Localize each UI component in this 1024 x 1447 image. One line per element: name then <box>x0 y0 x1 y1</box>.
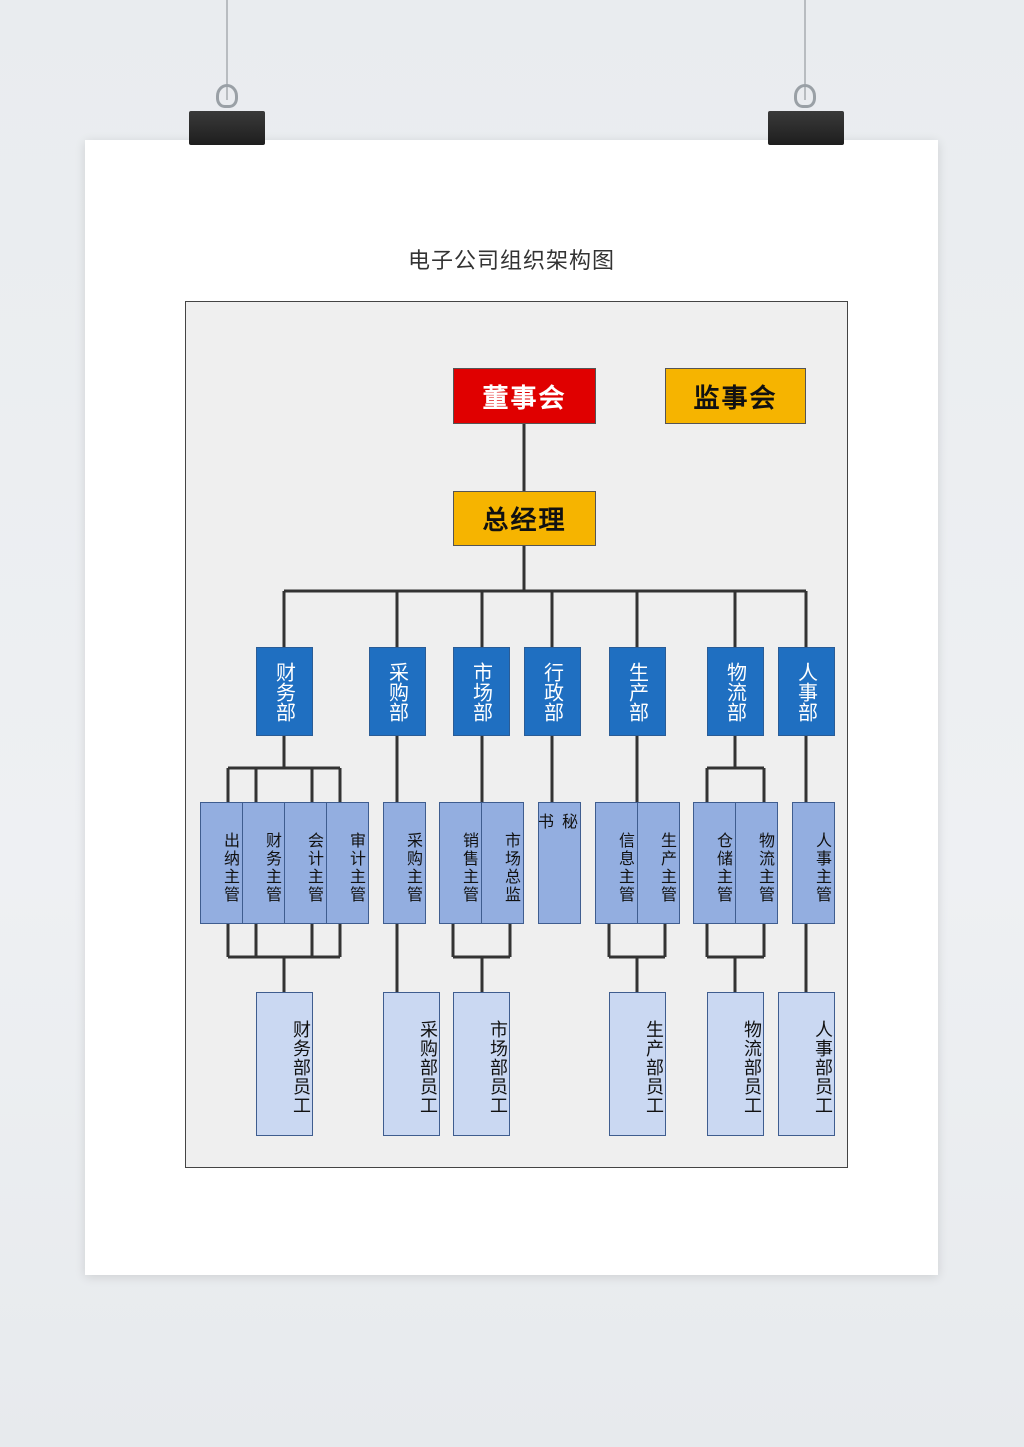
staff-production: 生产部员工 <box>609 992 666 1136</box>
staff-logistics: 物流部员工 <box>707 992 764 1136</box>
manager-market-director: 市场总监 <box>481 802 524 924</box>
staff-hr: 人事部员工 <box>778 992 835 1136</box>
manager-production: 生产主管 <box>637 802 680 924</box>
manager-cashier: 出纳主管 <box>200 802 243 924</box>
manager-accounting: 会计主管 <box>284 802 327 924</box>
left-clip-ring <box>216 84 238 108</box>
general-manager-node: 总经理 <box>453 491 596 546</box>
right-binder-clip <box>768 111 844 145</box>
secretary: 秘书 <box>535 802 581 924</box>
dept-hr: 人事部 <box>778 647 835 736</box>
manager-finance: 财务主管 <box>242 802 285 924</box>
manager-logistics: 物流主管 <box>735 802 778 924</box>
dept-admin: 行政部 <box>524 647 581 736</box>
manager-sales: 销售主管 <box>439 802 482 924</box>
dept-finance: 财务部 <box>256 647 313 736</box>
supervisors-node: 监事会 <box>665 368 806 424</box>
manager-information: 信息主管 <box>595 802 638 924</box>
right-clip-ring <box>794 84 816 108</box>
manager-purchasing: 采购主管 <box>383 802 426 924</box>
board-node: 董事会 <box>453 368 596 424</box>
manager-warehouse: 仓储主管 <box>693 802 736 924</box>
left-binder-clip <box>189 111 265 145</box>
staff-purchasing: 采购部员工 <box>383 992 440 1136</box>
dept-market: 市场部 <box>453 647 510 736</box>
dept-purchasing: 采购部 <box>369 647 426 736</box>
dept-logistics: 物流部 <box>707 647 764 736</box>
chart-title: 电子公司组织架构图 <box>407 249 615 274</box>
manager-hr: 人事主管 <box>792 802 835 924</box>
staff-market: 市场部员工 <box>453 992 510 1136</box>
staff-finance: 财务部员工 <box>256 992 313 1136</box>
dept-production: 生产部 <box>609 647 666 736</box>
left-hanging-wire <box>226 0 228 100</box>
right-hanging-wire <box>804 0 806 100</box>
manager-audit: 审计主管 <box>326 802 369 924</box>
